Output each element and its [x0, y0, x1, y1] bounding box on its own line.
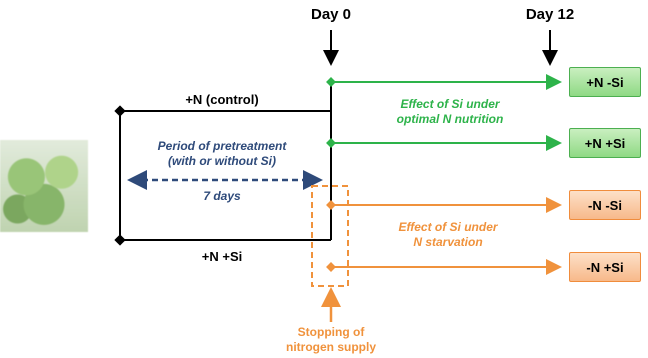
control-label: +N (control): [185, 92, 259, 107]
starvation-effect-line1: Effect of Si under: [398, 220, 498, 234]
stopping-label-line1: Stopping of: [297, 325, 365, 339]
day0-label: Day 0: [310, 6, 352, 23]
diamond-green-1: [326, 77, 336, 87]
period-label-line2: (with or without Si): [168, 154, 276, 168]
optimal-effect-line2: optimal N nutrition: [396, 112, 504, 126]
starvation-effect-line2: N starvation: [413, 235, 483, 249]
optimal-effect-line1: Effect of Si under: [400, 97, 500, 111]
outcome-box-minus-n-plus-si: -N +Si: [569, 252, 641, 282]
stopping-dashed-box: [311, 185, 349, 287]
diamond-orange-2: [326, 262, 336, 272]
plant-photo: [0, 140, 88, 232]
outcome-box-n-minus-si: +N -Si: [569, 67, 641, 97]
outcome-box-n-plus-si: +N +Si: [569, 128, 641, 158]
diamond-bottom-left: [114, 234, 126, 246]
diamond-orange-1: [326, 200, 336, 210]
duration-label: 7 days: [203, 189, 241, 203]
si-treatment-label: +N +Si: [201, 249, 243, 264]
diamond-green-2: [326, 138, 336, 148]
diamond-top-left: [114, 105, 126, 117]
day12-label: Day 12: [525, 6, 575, 23]
period-label-line1: Period of pretreatment: [157, 139, 287, 153]
stopping-label-line2: nitrogen supply: [286, 340, 376, 354]
outcome-box-minus-n-minus-si: -N -Si: [569, 190, 641, 220]
